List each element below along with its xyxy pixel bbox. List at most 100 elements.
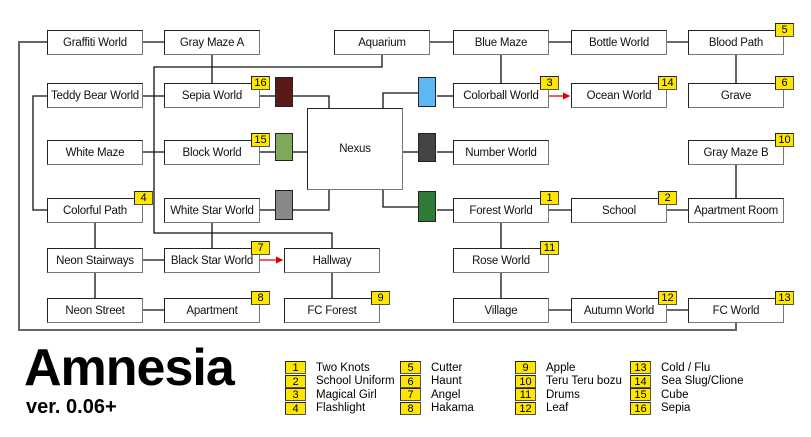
legend-label: Haunt (431, 375, 462, 388)
legend-number: 3 (285, 388, 306, 402)
colorball-door-icon (418, 77, 436, 107)
legend-label: Angel (431, 388, 461, 401)
legend-label: Magical Girl (316, 388, 377, 401)
world-node-black-star-world: Black Star World (164, 248, 260, 273)
world-label: Forest World (469, 204, 533, 217)
legend-label: Drums (546, 388, 580, 401)
legend-label: Cube (661, 388, 689, 401)
legend-number: 15 (630, 388, 651, 402)
world-node-aquarium: Aquarium (334, 30, 430, 55)
world-node-apartment: Apartment (164, 298, 260, 323)
legend-number: 4 (285, 401, 306, 415)
world-node-sepia-world: Sepia World (164, 83, 260, 108)
world-label: School (602, 204, 636, 217)
world-label: Village (484, 304, 518, 317)
world-node-rose-world: Rose World (453, 248, 549, 273)
legend-label: Flashlight (316, 402, 366, 415)
world-node-neon-street: Neon Street (47, 298, 143, 323)
legend-number: 9 (515, 361, 536, 375)
legend-item: 6 Haunt (400, 374, 462, 389)
world-label: Grave (720, 89, 752, 102)
effect-badge: 1 (540, 191, 559, 205)
world-node-autumn-world: Autumn World (571, 298, 667, 323)
legend-number: 5 (400, 361, 421, 375)
world-label: Gray Maze A (179, 36, 245, 49)
legend-number: 2 (285, 374, 306, 388)
world-label: Gray Maze B (703, 146, 769, 159)
legend-item: 10 Teru Teru bozu (515, 374, 622, 389)
legend-number: 8 (400, 401, 421, 415)
world-label: Sepia World (181, 89, 243, 102)
world-label: Black Star World (170, 254, 254, 267)
world-label: Colorful Path (63, 204, 127, 217)
effect-badge: 6 (775, 76, 794, 90)
legend-number: 14 (630, 374, 651, 388)
world-label: Neon Stairways (56, 254, 134, 267)
legend-label: Leaf (546, 402, 569, 415)
world-node-apartment-room: Apartment Room (688, 198, 784, 223)
world-label: Ocean World (586, 89, 652, 102)
world-node-neon-stairways: Neon Stairways (47, 248, 143, 273)
world-node-number-world: Number World (453, 140, 549, 165)
world-node-grave: Grave (688, 83, 784, 108)
world-label: FC Forest (307, 304, 357, 317)
legend-label: Sea Slug/Clione (661, 375, 744, 388)
legend-label: Two Knots (316, 361, 370, 374)
world-label: Blue Maze (474, 36, 528, 49)
world-label: Blood Path (708, 36, 764, 49)
effect-badge: 11 (540, 241, 559, 255)
legend-number: 10 (515, 374, 536, 388)
white-star-door-icon (275, 190, 293, 220)
number-door-icon (418, 133, 436, 162)
world-label: Hallway (312, 254, 352, 267)
legend-item: 5 Cutter (400, 361, 462, 375)
world-node-colorball-world: Colorball World (453, 83, 549, 108)
world-label: Apartment Room (693, 204, 779, 217)
world-node-bottle-world: Bottle World (571, 30, 667, 55)
world-node-gray-maze-a: Gray Maze A (164, 30, 260, 55)
legend-number: 16 (630, 401, 651, 415)
effect-badge: 14 (658, 76, 677, 90)
world-label: Autumn World (583, 304, 655, 317)
world-node-colorful-path: Colorful Path (47, 198, 143, 223)
world-label: White Star World (170, 204, 254, 217)
world-node-teddy-bear-world: Teddy Bear World (47, 83, 143, 108)
effect-badge: 16 (251, 76, 270, 90)
world-node-village: Village (453, 298, 549, 323)
world-node-graffiti-world: Graffiti World (47, 30, 143, 55)
world-label: Graffiti World (63, 36, 127, 49)
effect-badge: 2 (658, 191, 677, 205)
world-label: Bottle World (588, 36, 650, 49)
effect-badge: 12 (658, 291, 677, 305)
legend-label: Cutter (431, 361, 463, 374)
world-node-white-maze: White Maze (47, 140, 143, 165)
effect-badge: 7 (251, 241, 270, 255)
effect-badge: 15 (251, 133, 270, 147)
legend-label: Teru Teru bozu (546, 375, 622, 388)
world-label: Aquarium (358, 36, 406, 49)
world-node-hallway: Hallway (284, 248, 380, 273)
world-node-nexus: Nexus (307, 108, 403, 190)
effect-badge: 5 (775, 23, 794, 37)
world-label: Number World (465, 146, 537, 159)
world-node-block-world: Block World (164, 140, 260, 165)
legend-label: Hakama (431, 402, 474, 415)
world-label: Rose World (472, 254, 530, 267)
effect-badge: 4 (134, 191, 153, 205)
world-label: Neon Street (65, 304, 125, 317)
legend-number: 13 (630, 361, 651, 375)
legend-item: 8 Hakama (400, 401, 474, 416)
legend-number: 6 (400, 374, 421, 388)
legend-item: 14 Sea Slug/Clione (630, 374, 744, 389)
world-label: White Maze (65, 146, 125, 159)
effect-badge: 8 (251, 291, 270, 305)
legend-item: 4 Flashlight (285, 401, 366, 416)
game-title: Amnesia (24, 339, 235, 397)
world-label: FC World (712, 304, 760, 317)
effect-badge: 9 (371, 291, 390, 305)
world-node-fc-world: FC World (688, 298, 784, 323)
legend-number: 7 (400, 388, 421, 402)
